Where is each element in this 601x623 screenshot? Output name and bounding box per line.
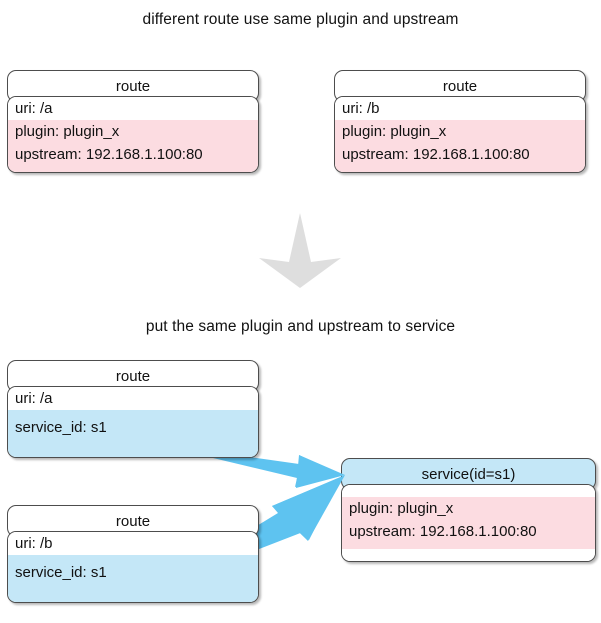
service-plugin: plugin: plugin_x [342, 497, 595, 520]
route-a-bottom-body: uri: /a service_id: s1 [7, 386, 259, 458]
service-spacer-top2 [342, 491, 595, 497]
route-a-arrowhead [296, 455, 345, 488]
service-spacer-bottom2 [342, 555, 595, 561]
service-header-label: service(id=s1) [421, 465, 516, 483]
route-a-bottom-uri: uri: /a [8, 387, 258, 410]
caption-top: different route use same plugin and upst… [142, 11, 459, 28]
route-a-top-upstream: upstream: 192.168.1.100:80 [8, 143, 258, 166]
route-b-top-uri: uri: /b [335, 97, 585, 120]
route-b-top-body: uri: /b plugin: plugin_x upstream: 192.1… [334, 96, 586, 173]
route-a-top-spacer [8, 166, 258, 172]
route-b-bottom-node[interactable]: route uri: /b service_id: s1 [7, 505, 259, 603]
route-b-top-spacer [335, 166, 585, 172]
service-upstream: upstream: 192.168.1.100:80 [342, 520, 595, 543]
caption-bottom: put the same plugin and upstream to serv… [145, 318, 456, 335]
route-a-top-uri: uri: /a [8, 97, 258, 120]
route-b-top-upstream: upstream: 192.168.1.100:80 [335, 143, 585, 166]
route-b-bottom-service-id: service_id: s1 [8, 561, 258, 584]
route-a-top-header-label: route [115, 77, 151, 95]
route-a-bottom-node[interactable]: route uri: /a service_id: s1 [7, 360, 259, 458]
service-spacer-top [342, 485, 595, 491]
route-b-bottom-spacer-bottom2 [8, 590, 258, 596]
route-a-top-body: uri: /a plugin: plugin_x upstream: 192.1… [7, 96, 259, 173]
service-spacer-bottom [342, 549, 595, 555]
route-a-top-plugin: plugin: plugin_x [8, 120, 258, 143]
route-b-bottom-spacer-bottom3 [8, 596, 258, 602]
route-b-top-plugin: plugin: plugin_x [335, 120, 585, 143]
service-body: plugin: plugin_x upstream: 192.168.1.100… [341, 484, 596, 562]
route-a-bottom-header-label: route [115, 367, 151, 385]
route-a-bottom-service-id: service_id: s1 [8, 416, 258, 439]
route-a-bottom-spacer-bottom3 [8, 451, 258, 457]
route-b-arrowhead [272, 475, 345, 541]
service-spacer-mid [342, 543, 595, 549]
route-b-top-node[interactable]: route uri: /b plugin: plugin_x upstream:… [334, 70, 586, 173]
route-a-bottom-spacer-bottom [8, 439, 258, 445]
route-a-top-node[interactable]: route uri: /a plugin: plugin_x upstream:… [7, 70, 259, 173]
route-b-top-header-label: route [442, 77, 478, 95]
route-a-bottom-spacer-bottom2 [8, 445, 258, 451]
route-b-bottom-body: uri: /b service_id: s1 [7, 531, 259, 603]
service-node[interactable]: service(id=s1) plugin: plugin_x upstream… [341, 458, 596, 562]
route-b-bottom-spacer-bottom [8, 584, 258, 590]
route-b-bottom-header-label: route [115, 512, 151, 530]
route-a-bottom-spacer-top [8, 410, 258, 416]
route-b-bottom-spacer-top [8, 555, 258, 561]
down-arrow [259, 213, 341, 288]
route-b-bottom-uri: uri: /b [8, 532, 258, 555]
